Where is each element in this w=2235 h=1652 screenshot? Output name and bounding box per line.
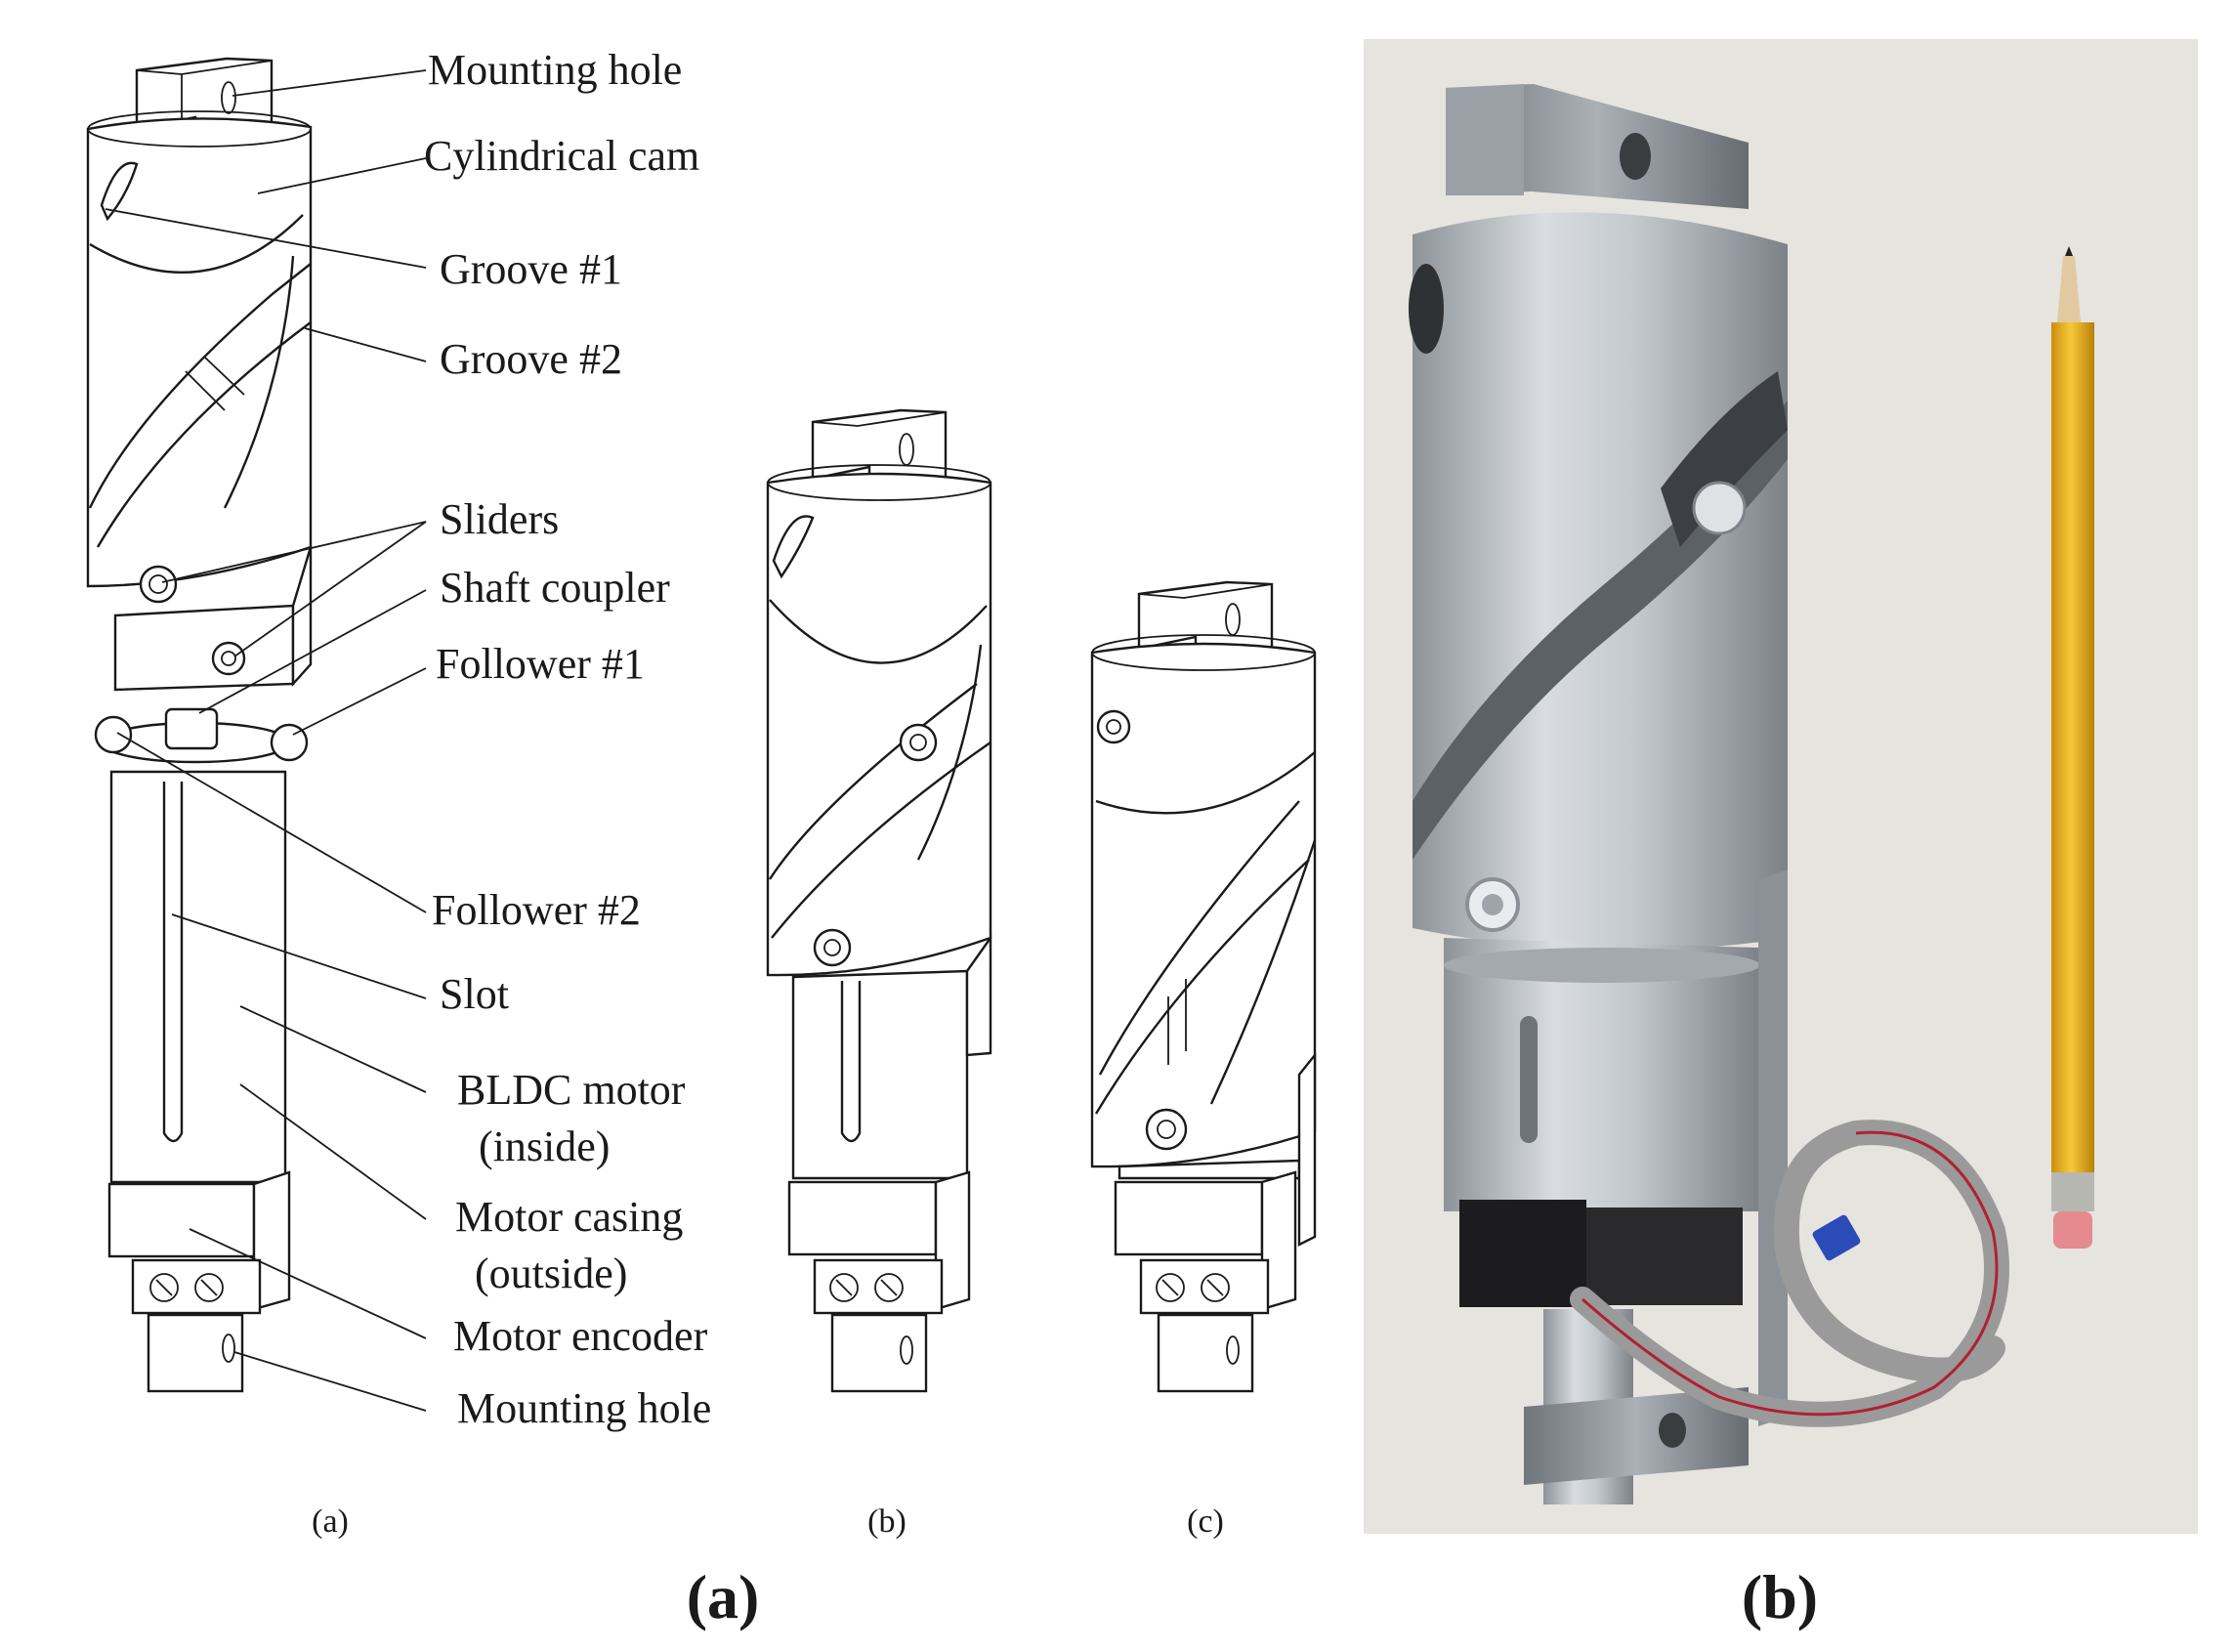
photo-connector <box>1812 1214 1861 1261</box>
photo-pencil <box>2051 246 2094 1249</box>
label-motor-casing-outside: (outside) <box>475 1250 627 1297</box>
panel-caption-a: (a) <box>687 1562 760 1631</box>
callout-leaders <box>105 69 427 1412</box>
photo-panel <box>1364 39 2198 1534</box>
slider-screw-2 <box>211 641 246 676</box>
label-motor-encoder: Motor encoder <box>453 1312 708 1360</box>
label-slot: Slot <box>440 970 509 1018</box>
label-motor-casing: Motor casing <box>455 1193 683 1241</box>
photo-motor-casing <box>1444 938 1758 1211</box>
sub-caption-a: (a) <box>312 1504 349 1540</box>
drawing-c-actuator <box>1090 580 1317 1393</box>
callout-labels: Mounting hole Cylindrical cam Groove #1 … <box>424 46 711 1432</box>
sub-caption-b: (b) <box>867 1504 907 1540</box>
label-cylindrical-cam: Cylindrical cam <box>424 132 699 180</box>
label-groove-1: Groove #1 <box>440 245 622 293</box>
mounting-hole-top-shape <box>221 81 236 114</box>
shaft-coupler-shape <box>164 707 219 750</box>
panel-caption-b: (b) <box>1742 1562 1818 1631</box>
slider-screw-1 <box>139 565 178 604</box>
label-bldc-motor: BLDC motor <box>457 1066 686 1114</box>
label-bldc-motor-inside: (inside) <box>479 1123 610 1170</box>
label-mounting-hole-bottom: Mounting hole <box>457 1384 711 1432</box>
photo-cylindrical-cam <box>1413 212 1788 951</box>
label-mounting-hole-top: Mounting hole <box>428 46 682 94</box>
photo-mounting-hole-top <box>1620 133 1651 180</box>
label-follower-1: Follower #1 <box>436 640 645 688</box>
photo-slider-screw <box>1692 481 1747 535</box>
slot-shape <box>162 782 184 1143</box>
label-groove-2: Groove #2 <box>440 335 622 383</box>
motor-encoder-shape <box>107 1182 256 1258</box>
mounting-hole-bottom-shape <box>147 1313 244 1393</box>
follower-1-shape <box>94 715 133 754</box>
photo-mounting-hole-bottom <box>1659 1413 1686 1448</box>
label-sliders: Sliders <box>440 495 559 543</box>
drawing-a-exploded-actuator <box>86 57 313 1393</box>
sub-caption-c: (c) <box>1187 1504 1224 1540</box>
label-shaft-coupler: Shaft coupler <box>440 564 670 612</box>
follower-2-shape <box>270 723 309 762</box>
photo-motor-encoder <box>1459 1200 1586 1307</box>
photo-slot <box>1520 1016 1538 1143</box>
label-follower-2: Follower #2 <box>432 886 641 934</box>
drawing-b-actuator <box>766 408 992 1393</box>
